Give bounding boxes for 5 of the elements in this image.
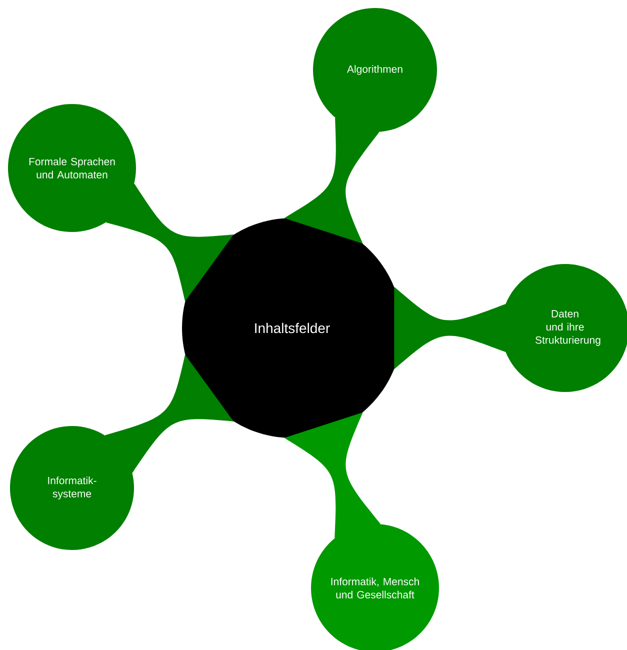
branch-connector: [106, 184, 234, 302]
branch-connector: [284, 412, 381, 538]
branch-connector: [394, 286, 506, 370]
branch-connector: [104, 354, 234, 473]
branch-connector: [284, 118, 380, 244]
